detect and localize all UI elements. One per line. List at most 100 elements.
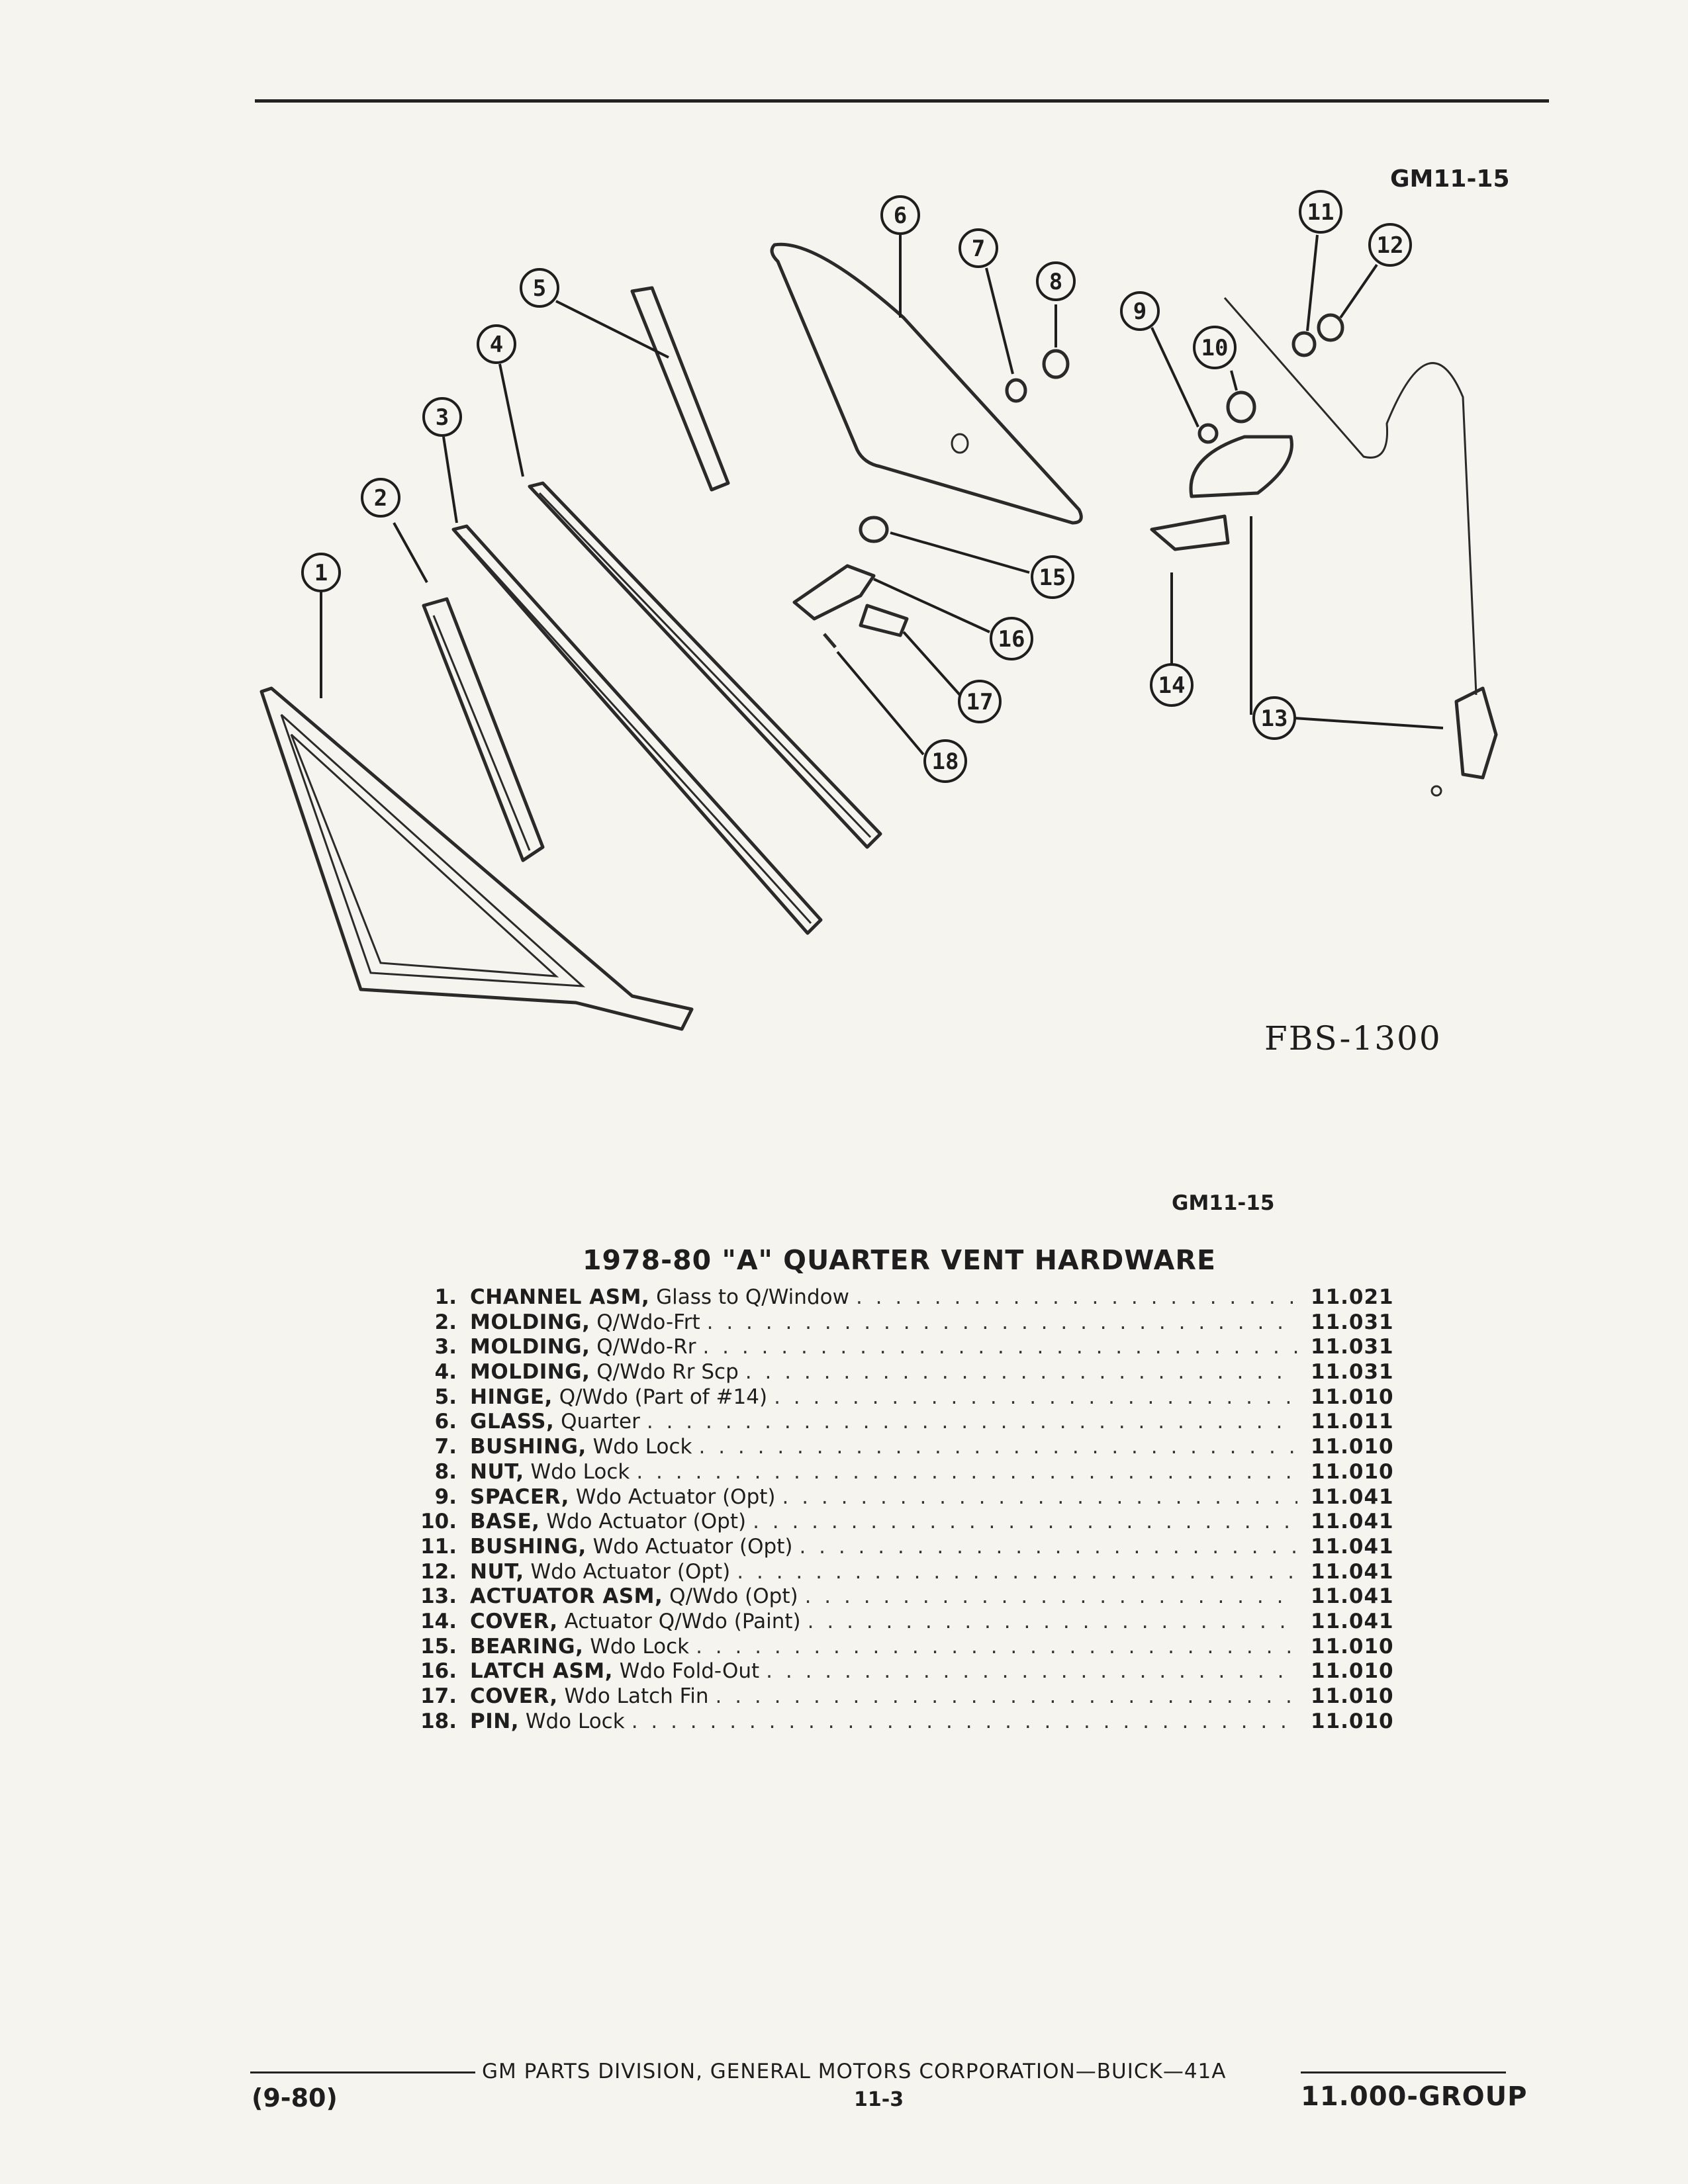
- part-row: 16.LATCH ASM, Wdo Fold-Out . . . . . . .…: [410, 1659, 1397, 1684]
- callout-10: 10: [1193, 326, 1237, 369]
- callout-5: 5: [520, 268, 559, 308]
- part-description: HINGE, Q/Wdo (Part of #14): [470, 1385, 767, 1409]
- leader-dots: . . . . . . . . . . . . . . . . . . . . …: [782, 1484, 1298, 1509]
- part-group-code: 11.010: [1311, 1634, 1394, 1659]
- part-row: 11.BUSHING, Wdo Actuator (Opt) . . . . .…: [410, 1535, 1397, 1560]
- part-description: COVER, Actuator Q/Wdo (Paint): [470, 1610, 801, 1633]
- part-group-code: 11.041: [1311, 1510, 1394, 1534]
- part-number: 10.: [420, 1510, 457, 1534]
- part-name: COVER,: [470, 1609, 558, 1633]
- exploded-parts-diagram: 1 2 3 4 5 6 7 8 9 10 11 12 13 14 15 16 1…: [259, 190, 1498, 1031]
- figure-code-top: GM11-15: [1390, 165, 1510, 193]
- part-description: BUSHING, Wdo Lock: [470, 1435, 692, 1459]
- part-detail: Actuator Q/Wdo (Paint): [564, 1609, 801, 1633]
- part-name: HINGE,: [470, 1385, 553, 1409]
- part-row: 1.CHANNEL ASM, Glass to Q/Window . . . .…: [410, 1285, 1397, 1310]
- part-group-code: 11.041: [1311, 1609, 1394, 1633]
- part-group-code: 11.010: [1311, 1659, 1394, 1684]
- callout-9: 9: [1120, 291, 1160, 331]
- callout-8: 8: [1036, 261, 1076, 301]
- svg-text:3: 3: [436, 404, 449, 431]
- part-name: BEARING,: [470, 1634, 584, 1659]
- part-group-code: 11.041: [1311, 1584, 1394, 1609]
- callout-2: 2: [361, 478, 400, 518]
- part-actuator-asm: [1150, 297, 1498, 797]
- part-description: LATCH ASM, Wdo Fold-Out: [470, 1659, 759, 1683]
- part-row: 13.ACTUATOR ASM, Q/Wdo (Opt) . . . . . .…: [410, 1584, 1397, 1610]
- part-molding-front: [422, 597, 545, 862]
- part-description: BASE, Wdo Actuator (Opt): [470, 1510, 746, 1533]
- part-name: COVER,: [470, 1684, 558, 1708]
- part-row: 18. PIN, Wdo Lock . . . . . . . . . . . .…: [410, 1709, 1397, 1735]
- part-detail: Wdo Latch Fin: [564, 1684, 709, 1708]
- part-description: MOLDING, Q/Wdo-Rr: [470, 1335, 696, 1359]
- part-description: COVER, Wdo Latch Fin: [470, 1684, 709, 1708]
- part-name: BUSHING,: [470, 1534, 586, 1559]
- part-group-code: 11.041: [1311, 1534, 1394, 1559]
- part-name: BASE,: [470, 1510, 540, 1534]
- part-detail: Wdo Lock: [590, 1634, 690, 1659]
- part-group-code: 11.010: [1311, 1459, 1394, 1484]
- svg-text:1: 1: [314, 560, 328, 586]
- figure-code-section: GM11-15: [1172, 1191, 1275, 1215]
- part-detail: Wdo Fold-Out: [619, 1659, 760, 1684]
- part-description: PIN, Wdo Lock: [470, 1709, 625, 1733]
- leader-dots: . . . . . . . . . . . . . . . . . . . . …: [696, 1634, 1297, 1659]
- part-number: 2.: [434, 1310, 457, 1334]
- part-name: PIN,: [470, 1709, 519, 1733]
- leader-lines: [320, 234, 1444, 756]
- part-number: 9.: [434, 1484, 457, 1509]
- part-row: 2.MOLDING, Q/Wdo-Frt . . . . . . . . . .…: [410, 1310, 1397, 1336]
- leader-dots: . . . . . . . . . . . . . . . . . . . . …: [715, 1684, 1298, 1708]
- part-detail: Wdo Lock: [530, 1459, 630, 1484]
- callout-4: 4: [477, 324, 516, 364]
- part-number: 17.: [420, 1684, 457, 1708]
- part-row: 6.GLASS, Quarter . . . . . . . . . . . .…: [410, 1410, 1397, 1435]
- part-row: 12.NUT, Wdo Actuator (Opt) . . . . . . .…: [410, 1560, 1397, 1585]
- part-description: MOLDING, Q/Wdo Rr Scp: [470, 1360, 739, 1384]
- part-name: GLASS,: [470, 1410, 555, 1434]
- part-row: 4.MOLDING, Q/Wdo Rr Scp . . . . . . . . …: [410, 1360, 1397, 1385]
- part-row: 10.BASE, Wdo Actuator (Opt) . . . . . . …: [410, 1510, 1397, 1535]
- part-name: MOLDING,: [470, 1335, 590, 1359]
- svg-text:9: 9: [1133, 298, 1147, 325]
- part-description: NUT, Wdo Actuator (Opt): [470, 1560, 730, 1584]
- part-group-code: 11.031: [1311, 1310, 1394, 1334]
- part-group-code: 11.021: [1311, 1285, 1394, 1309]
- part-name: ACTUATOR ASM,: [470, 1584, 663, 1609]
- leader-dots: . . . . . . . . . . . . . . . . . . . . …: [631, 1709, 1297, 1733]
- part-small-hardware: [792, 349, 1070, 649]
- footer-rule-right: [1301, 2071, 1506, 2073]
- callout-3: 3: [422, 397, 462, 437]
- svg-text:7: 7: [972, 236, 985, 262]
- part-number: 13.: [420, 1584, 457, 1609]
- page-number: 11-3: [854, 2088, 904, 2111]
- footer-date: (9-80): [252, 2083, 338, 2113]
- callout-15: 15: [1031, 555, 1074, 599]
- part-detail: Wdo Actuator (Opt): [592, 1534, 793, 1559]
- part-number: 4.: [434, 1360, 457, 1385]
- callout-14: 14: [1150, 663, 1194, 707]
- part-detail: Wdo Actuator (Opt): [530, 1559, 731, 1584]
- part-hinge: [630, 286, 730, 492]
- part-group-code: 11.031: [1311, 1360, 1394, 1385]
- part-name: SPACER,: [470, 1484, 569, 1509]
- part-number: 14.: [420, 1609, 457, 1633]
- part-group-code: 11.010: [1311, 1385, 1394, 1409]
- part-name: NUT,: [470, 1459, 524, 1484]
- part-description: BUSHING, Wdo Actuator (Opt): [470, 1535, 792, 1559]
- part-detail: Glass to Q/Window: [656, 1285, 849, 1309]
- part-detail: Q/Wdo-Frt: [596, 1310, 700, 1334]
- part-row: 9.SPACER, Wdo Actuator (Opt) . . . . . .…: [410, 1485, 1397, 1510]
- leader-dots: . . . . . . . . . . . . . . . . . . . . …: [804, 1584, 1297, 1609]
- part-number: 18.: [420, 1709, 457, 1733]
- part-description: BEARING, Wdo Lock: [470, 1635, 689, 1659]
- part-molding-rear: [451, 524, 823, 935]
- svg-text:15: 15: [1039, 565, 1066, 591]
- part-detail: Q/Wdo-Rr: [596, 1335, 696, 1359]
- footer-rule-left: [250, 2071, 475, 2073]
- top-rule: [255, 99, 1549, 103]
- part-number: 6.: [434, 1410, 457, 1434]
- part-row: 3.MOLDING, Q/Wdo-Rr . . . . . . . . . . …: [410, 1335, 1397, 1360]
- svg-text:12: 12: [1377, 232, 1404, 259]
